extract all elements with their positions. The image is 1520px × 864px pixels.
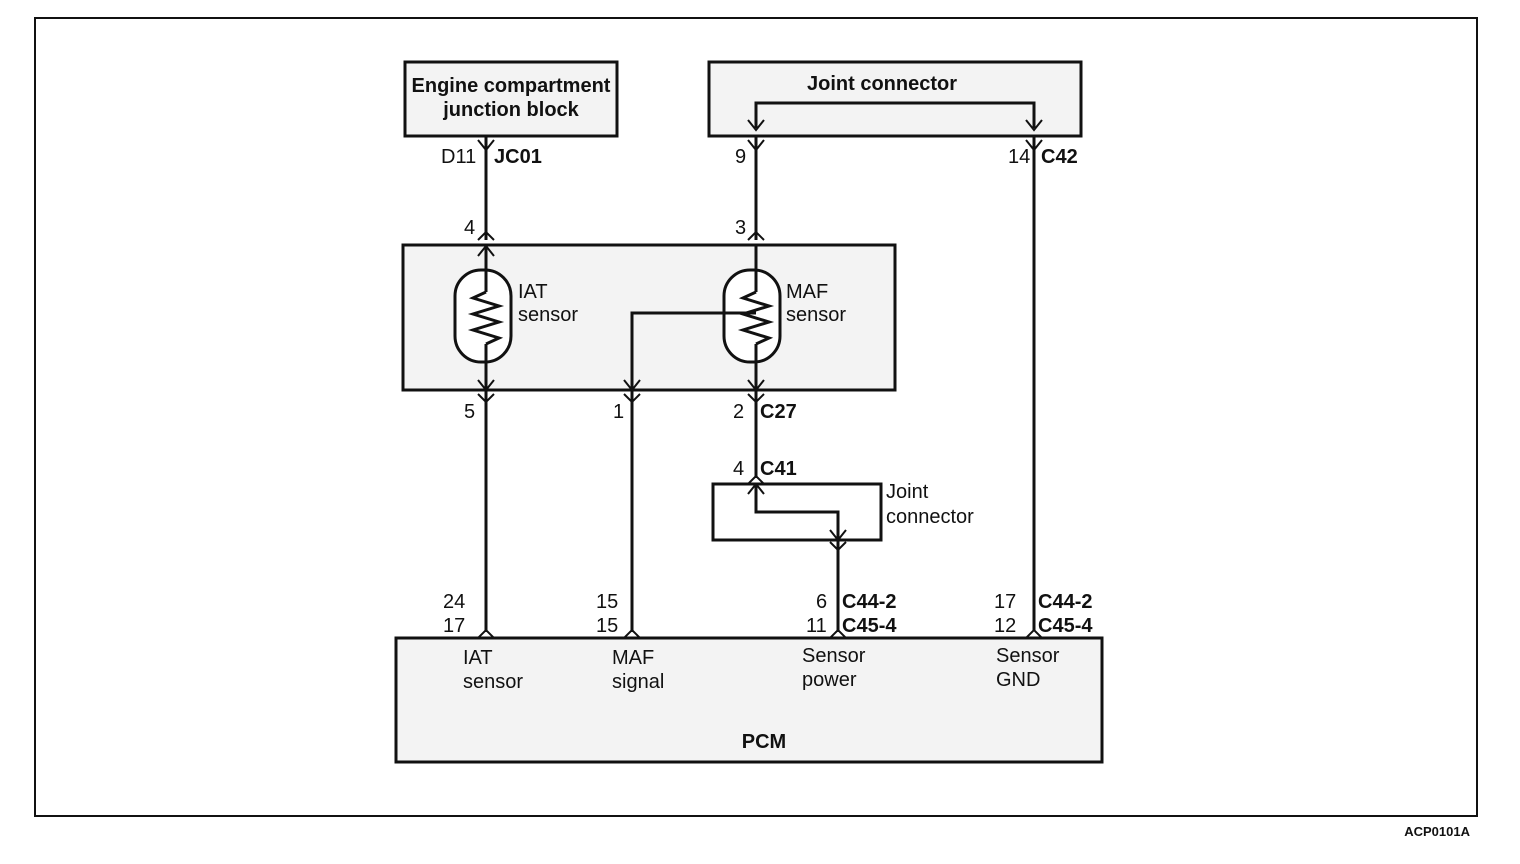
terminal-3-top	[747, 230, 765, 241]
terminal-pcm-gnd	[1025, 628, 1043, 639]
pcm-iat-label-2: sensor	[463, 671, 523, 693]
joint-small-bridge-wire	[754, 484, 840, 540]
pcm-title: PCM	[742, 731, 786, 753]
pcm-power-label-1: Sensor	[802, 645, 866, 667]
pin-11: 11	[806, 615, 827, 637]
iat-maf-sensor-module: IAT sensor MAF sensor	[401, 243, 897, 392]
pin-9: 9	[735, 146, 746, 168]
pin-2: 2	[733, 401, 744, 423]
pcm-power-label-2: power	[802, 669, 857, 691]
terminal-c41-top	[747, 474, 765, 485]
pin-17-gnd: 17	[994, 591, 1016, 613]
maf-signal-tap	[630, 311, 756, 390]
pcm-gnd-label-2: GND	[996, 669, 1040, 691]
joint-top-arrow-right	[1025, 119, 1043, 132]
terminal-pcm-iat	[477, 628, 495, 639]
pcm-module: IAT sensor MAF signal Sensor power Senso…	[394, 636, 1104, 764]
pin-4-c41: 4	[733, 458, 744, 480]
iat-sensor-label-2: sensor	[518, 304, 578, 326]
maf-resistor	[737, 290, 775, 346]
connector-c44-2-a: C44-2	[842, 591, 896, 613]
joint-small-label-1: Joint	[886, 481, 929, 503]
pcm-gnd-label-1: Sensor	[996, 645, 1060, 667]
connector-c41: C41	[760, 458, 797, 480]
connector-c27: C27	[760, 401, 797, 423]
terminal-4-top	[477, 230, 495, 241]
connector-c42: C42	[1041, 146, 1078, 168]
pcm-maf-label-1: MAF	[612, 647, 654, 669]
terminal-pcm-power	[829, 628, 847, 639]
pin-d11: D11	[441, 146, 476, 168]
pin-17-iat: 17	[443, 615, 465, 637]
iat-arrow-up	[477, 244, 495, 257]
joint-connector-top: Joint connector	[707, 60, 1083, 138]
pin-1: 1	[613, 401, 624, 423]
pin-15-a: 15	[596, 591, 618, 613]
connector-c44-2-b: C44-2	[1038, 591, 1092, 613]
pin-14: 14	[1008, 146, 1030, 168]
pin-6: 6	[816, 591, 827, 613]
engine-block-label-2: junction block	[442, 99, 579, 121]
connector-c45-4-a: C45-4	[842, 615, 897, 637]
maf-sensor-label-1: MAF	[786, 281, 828, 303]
pin-24: 24	[443, 591, 465, 613]
engine-compartment-junction-block: Engine compartment junction block	[403, 60, 619, 138]
engine-block-label-1: Engine compartment	[412, 75, 611, 97]
joint-small-arrow-up	[747, 482, 765, 495]
joint-top-bridge-wire	[754, 101, 1036, 128]
pin-15-b: 15	[596, 615, 618, 637]
connector-c45-4-b: C45-4	[1038, 615, 1093, 637]
figure-code: ACP0101A	[1404, 824, 1470, 839]
pcm-iat-label-1: IAT	[463, 647, 493, 669]
terminal-pcm-maf	[623, 628, 641, 639]
connector-jc01: JC01	[494, 146, 542, 168]
pin-4: 4	[464, 217, 475, 239]
joint-small-label-2: connector	[886, 506, 974, 528]
pcm-maf-label-2: signal	[612, 671, 664, 693]
iat-resistor	[467, 290, 505, 346]
joint-connector-small: Joint connector	[711, 474, 974, 542]
maf-sensor-label-2: sensor	[786, 304, 846, 326]
outer-frame	[34, 17, 1478, 817]
pin-12: 12	[994, 615, 1016, 637]
iat-sensor-label-1: IAT	[518, 281, 548, 303]
pin-5: 5	[464, 401, 475, 423]
joint-connector-top-label: Joint connector	[807, 73, 957, 95]
joint-top-arrow-left	[747, 119, 765, 132]
pin-3: 3	[735, 217, 746, 239]
